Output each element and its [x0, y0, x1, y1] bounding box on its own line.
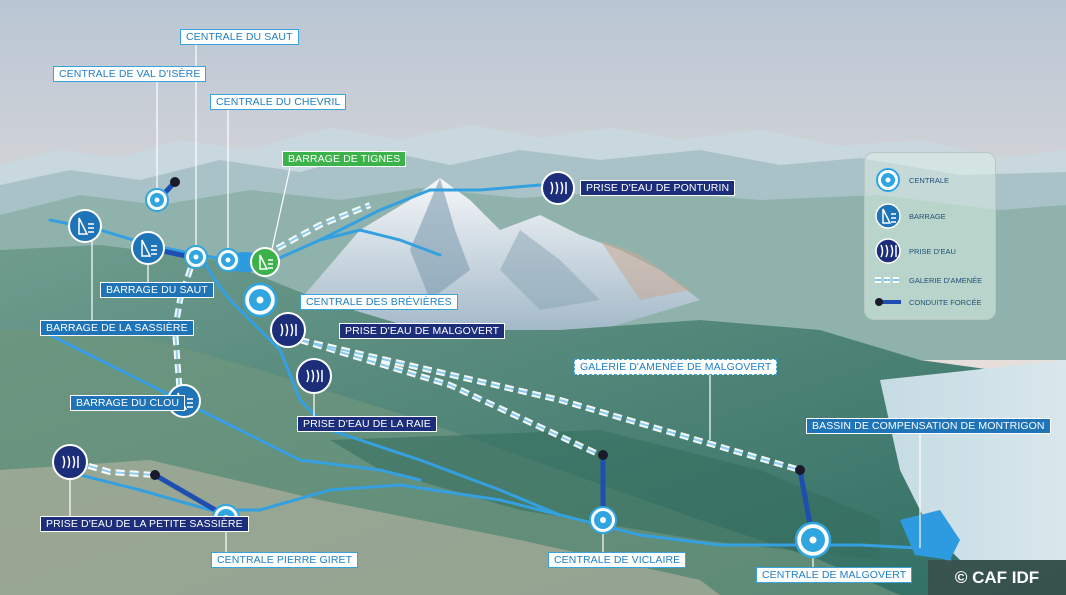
label-centrale-de-viclaire: CENTRALE DE VICLAIRE [548, 552, 687, 568]
label-prise-deau-de-la-raie: PRISE D'EAU DE LA RAIE [297, 416, 437, 432]
label-barrage-du-clou: BARRAGE DU CLOU [70, 395, 186, 411]
label-barrage-du-saut: BARRAGE DU SAUT [100, 282, 214, 298]
label-prise-deau-de-malgovert: PRISE D'EAU DE MALGOVERT [339, 323, 506, 339]
legend: CENTRALE BARRAGE PRISE D'EAU GALERIE D'A… [864, 152, 996, 320]
label-centrale-de-malgovert: CENTRALE DE MALGOVERT [756, 567, 913, 583]
label-galerie-damenee-de-malgovert: GALERIE D'AMENÉE DE MALGOVERT [574, 359, 778, 375]
dashed-tunnel-line-icon [875, 267, 901, 293]
label-bassin-de-compensation-de-montrigon: BASSIN DE COMPENSATION DE MONTRIGON [806, 418, 1051, 434]
label-centrale-pierre-giret: CENTRALE PIERRE GIRET [211, 552, 359, 568]
legend-label-conduite: CONDUITE FORCÉE [909, 297, 982, 307]
prise-markers [52, 171, 575, 480]
label-centrale-des-brevieres: CENTRALE DES BRÉVIÈRES [300, 294, 458, 310]
label-prise-deau-de-la-petite-sassiere: PRISE D'EAU DE LA PETITE SASSIÈRE [40, 516, 249, 532]
water-intake-icon [875, 238, 901, 264]
legend-label-centrale: CENTRALE [909, 175, 950, 185]
label-centrale-de-val-disere: CENTRALE DE VAL D'ISÈRE [53, 66, 207, 82]
label-prise-deau-de-ponturin: PRISE D'EAU DE PONTURIN [580, 180, 736, 196]
dam-icon [875, 203, 901, 229]
legend-row-galerie: GALERIE D'AMENÉE [875, 267, 982, 293]
legend-row-centrale: CENTRALE [875, 167, 949, 193]
barrage-markers [68, 209, 280, 418]
legend-label-galerie: GALERIE D'AMENÉE [909, 275, 983, 285]
label-barrage-de-tignes: BARRAGE DE TIGNES [282, 151, 407, 167]
centrale-markers [145, 188, 832, 559]
legend-row-prise: PRISE D'EAU [875, 238, 956, 264]
label-centrale-du-saut: CENTRALE DU SAUT [180, 29, 299, 45]
copyright-watermark: © CAF IDF [928, 560, 1066, 595]
turbine-icon [875, 167, 901, 193]
legend-row-conduite: CONDUITE FORCÉE [875, 289, 982, 315]
penstock-line-icon [875, 289, 901, 315]
legend-label-prise: PRISE D'EAU [909, 246, 956, 256]
legend-label-barrage: BARRAGE [909, 211, 946, 221]
label-barrage-de-la-sassiere: BARRAGE DE LA SASSIÈRE [40, 320, 194, 336]
legend-row-barrage: BARRAGE [875, 203, 946, 229]
label-centrale-du-chevril: CENTRALE DU CHEVRIL [210, 94, 347, 110]
